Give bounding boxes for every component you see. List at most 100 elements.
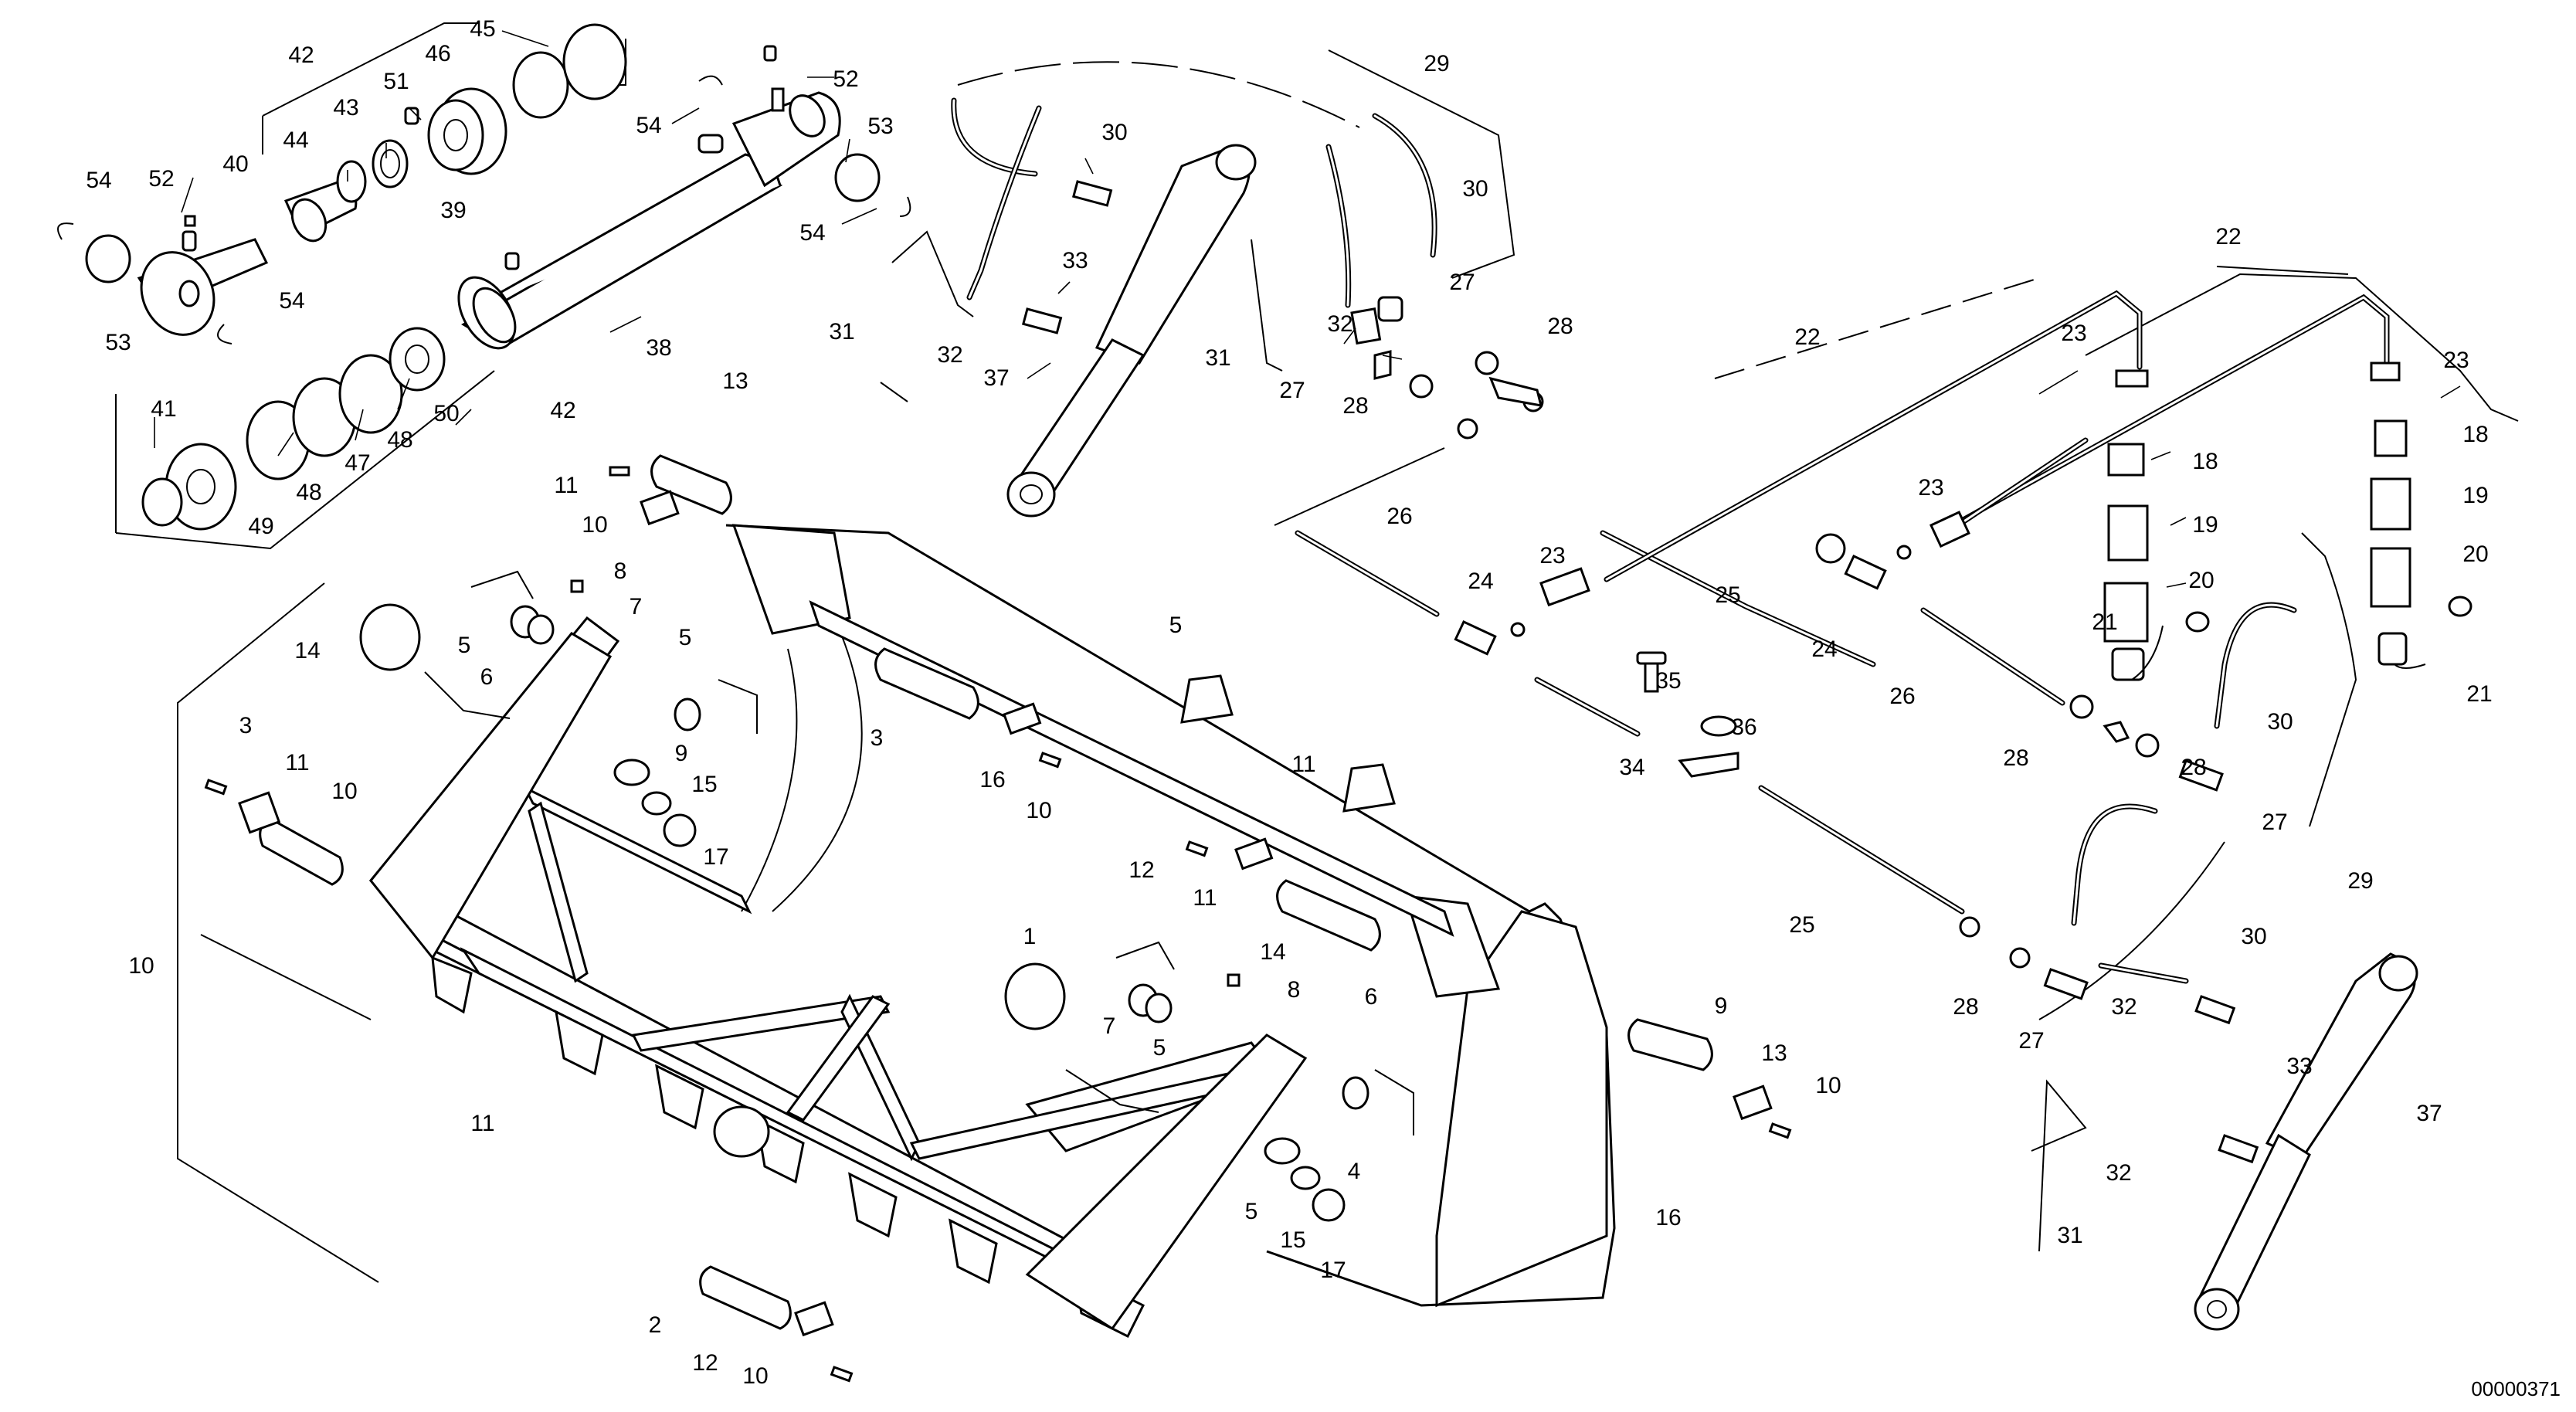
callout-label: 29 <box>1424 51 1450 76</box>
callout-label: 48 <box>296 480 322 505</box>
callout-label: 11 <box>554 473 579 498</box>
callout-label: 24 <box>1811 636 1838 662</box>
callout-label: 37 <box>983 365 1010 391</box>
callout-label: 20 <box>2462 541 2489 567</box>
callout-label: 30 <box>2267 709 2293 735</box>
callout-label: 33 <box>1062 248 1088 273</box>
callout-label: 32 <box>937 342 963 368</box>
cylinder-barrel <box>457 87 841 350</box>
callout-label: 49 <box>248 514 274 539</box>
callout-label: 11 <box>470 1111 495 1136</box>
callout-label: 8 <box>1287 977 1301 1003</box>
callout-label: 14 <box>294 638 321 664</box>
callout-label: 53 <box>867 114 894 139</box>
callout-label: 35 <box>1655 668 1682 694</box>
callout-label: 21 <box>2092 609 2118 635</box>
callout-label: 15 <box>1280 1227 1306 1253</box>
callout-label: 45 <box>470 16 496 42</box>
callout-label: 42 <box>550 398 576 423</box>
callout-label: 27 <box>2262 810 2288 835</box>
bushings <box>57 45 911 345</box>
callout-label: 19 <box>2192 512 2218 538</box>
callout-label: 30 <box>1462 176 1488 202</box>
callout-label: 41 <box>151 396 177 422</box>
callout-label: 11 <box>1193 885 1217 911</box>
callout-label: 18 <box>2462 422 2489 447</box>
callout-label: 23 <box>1539 543 1566 569</box>
callout-label: 10 <box>742 1363 769 1389</box>
callout-label: 10 <box>1026 798 1052 823</box>
callout-label: 8 <box>613 558 627 584</box>
callout-label: 14 <box>1260 939 1286 965</box>
pipe-set-right <box>1274 266 2519 1331</box>
callout-label: 26 <box>1889 684 1916 709</box>
callout-label: 13 <box>1761 1040 1787 1066</box>
callout-label: 43 <box>333 95 359 120</box>
leader-lines <box>154 30 2461 588</box>
callout-label: 2 <box>648 1312 662 1338</box>
callout-label: 27 <box>1449 270 1475 295</box>
callout-label: 17 <box>1320 1258 1346 1283</box>
callout-label: 13 <box>722 368 748 394</box>
callout-label: 10 <box>582 512 608 538</box>
callout-label: 50 <box>433 401 460 426</box>
bucket-assembly <box>177 454 1792 1383</box>
piston-rod <box>137 180 358 336</box>
callout-label: 25 <box>1789 912 1815 938</box>
callout-label: 17 <box>703 844 729 870</box>
callout-label: 10 <box>331 779 358 804</box>
callout-label: 30 <box>2241 924 2267 949</box>
callout-label: 31 <box>829 319 855 345</box>
callout-label: 5 <box>457 633 471 658</box>
callout-label: 7 <box>629 594 643 619</box>
callout-label: 32 <box>1327 311 1353 337</box>
callout-label: 48 <box>387 427 413 453</box>
callout-label: 22 <box>1794 324 1821 350</box>
callout-label: 54 <box>799 220 826 246</box>
callout-label: 28 <box>2003 745 2029 771</box>
callout-label: 31 <box>2057 1223 2083 1248</box>
callout-label: 44 <box>283 127 309 153</box>
callout-label: 1 <box>1023 924 1037 949</box>
callout-label: 26 <box>1386 504 1413 529</box>
callout-label: 11 <box>285 750 310 776</box>
callout-label: 3 <box>239 713 253 738</box>
callout-label: 33 <box>2286 1054 2313 1079</box>
seals-and-rings <box>141 23 627 531</box>
callout-label: 23 <box>2061 321 2087 346</box>
callout-label: 15 <box>691 772 718 797</box>
callout-label: 24 <box>1468 569 1494 594</box>
callout-label: 51 <box>383 69 409 94</box>
callout-label: 9 <box>674 741 688 766</box>
callout-label: 52 <box>833 66 859 92</box>
callout-label: 38 <box>646 335 672 361</box>
callout-label: 31 <box>1205 345 1231 371</box>
callout-label: 10 <box>1815 1073 1841 1098</box>
callout-label: 12 <box>1128 857 1155 883</box>
callout-label: 20 <box>2188 568 2215 593</box>
callout-label: 54 <box>86 168 112 193</box>
callout-label: 21 <box>2466 681 2493 707</box>
callout-label: 27 <box>1279 378 1305 403</box>
callout-label: 16 <box>1655 1205 1682 1230</box>
callout-label: 11 <box>1291 752 1316 777</box>
hose-set-top <box>880 49 1544 518</box>
callout-label: 32 <box>2106 1160 2132 1186</box>
cylinder-assembly <box>57 22 911 550</box>
callout-label: 54 <box>279 288 305 314</box>
callout-label: 34 <box>1619 755 1645 780</box>
callout-label: 3 <box>870 725 884 751</box>
callout-label: 29 <box>2347 868 2374 894</box>
callout-label: 5 <box>1244 1199 1258 1224</box>
callout-label: 5 <box>678 625 692 650</box>
callout-label: 19 <box>2462 483 2489 508</box>
callout-label: 47 <box>344 450 371 476</box>
callout-label: 18 <box>2192 449 2218 474</box>
callout-label: 28 <box>1342 393 1369 419</box>
callout-label: 4 <box>1347 1159 1361 1184</box>
callout-label: 23 <box>2443 348 2469 373</box>
callout-label: 10 <box>128 953 154 979</box>
callout-label: 9 <box>1714 993 1728 1019</box>
